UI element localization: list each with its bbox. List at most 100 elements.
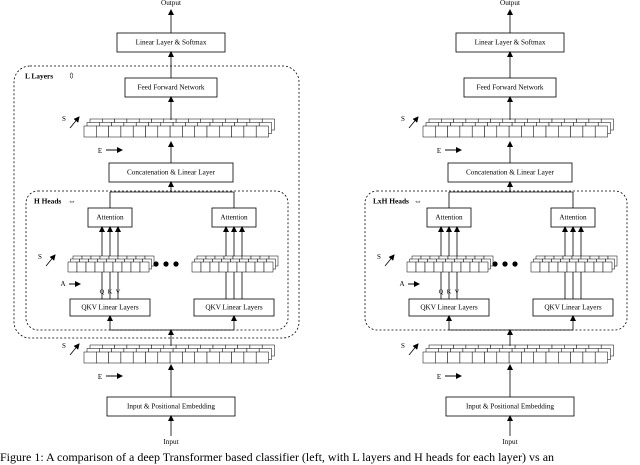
panel-1-v-label: V bbox=[455, 289, 460, 296]
panel-0-bottom-s-label: S bbox=[62, 342, 66, 350]
panel-0-bottom-tensor-cell bbox=[132, 351, 146, 364]
panel-1-bottom-tensor-cell bbox=[570, 351, 584, 364]
panel-1-top-tensor-cell bbox=[508, 125, 522, 138]
panel-0-head-0-tensor-cell bbox=[94, 261, 105, 273]
panel-1-embedding-label: Input & Positional Embedding bbox=[466, 403, 554, 411]
panel-1-top-tensor-cell bbox=[484, 125, 498, 138]
panel-0-bottom-tensor-cell bbox=[120, 351, 134, 364]
panel-1-head-0-tensor-cell bbox=[460, 261, 471, 273]
panel-0-top-tensor-cell bbox=[120, 125, 134, 138]
panel-0-bottom-tensor-cell bbox=[231, 351, 245, 364]
panel-1-bottom-e-label: E bbox=[437, 373, 441, 381]
panel-0-k-label: K bbox=[108, 289, 113, 296]
panel-0-head-1-tensor-cell bbox=[218, 261, 229, 273]
panel-0-bottom-tensor-cell bbox=[182, 351, 195, 364]
panel-1-head-0-tensor-cell bbox=[406, 261, 417, 273]
panel-1-top-tensor-cell bbox=[533, 125, 547, 138]
panel-1-bottom-tensor-cell bbox=[435, 351, 448, 364]
panel-1-top-s-arrow bbox=[408, 116, 419, 129]
panel-1-head-1-tensor-cell bbox=[548, 261, 559, 273]
panel-0-head-1-tensor-cell bbox=[254, 261, 265, 273]
panel-0-top-tensor-cell bbox=[145, 125, 159, 138]
panel-0-head-0-qkv-linear-label: QKV Linear Layers bbox=[81, 304, 139, 312]
panel-0-bottom-tensor-cell bbox=[206, 351, 220, 364]
panel-0-head-1-tensor-cell bbox=[236, 261, 247, 273]
panel-1-top-tensor-cell bbox=[545, 125, 559, 138]
panel-0-top-tensor-cell bbox=[255, 125, 269, 138]
panel-1-head-1-tensor-cell bbox=[557, 261, 568, 273]
panel-1-bottom-tensor-cell bbox=[459, 351, 473, 364]
panel-0-top-tensor-cell bbox=[96, 125, 109, 138]
panel-1-head-s-arrow bbox=[384, 254, 395, 267]
panel-1-top-tensor-cell bbox=[459, 125, 473, 138]
panel-0-head-0-tensor-cell bbox=[67, 261, 78, 273]
panel-1-top-tensor-cell bbox=[558, 125, 571, 138]
panel-1-bottom-tensor-cell bbox=[582, 351, 596, 364]
panel-0-head-0-attention-label: Attention bbox=[96, 214, 124, 222]
panel-0-layers-marker: ⇳ bbox=[68, 72, 75, 81]
panel-1-output-label: Output bbox=[500, 0, 520, 7]
panel-1-bottom-tensor-cell bbox=[471, 351, 485, 364]
panel-1-top-tensor-cell bbox=[471, 125, 485, 138]
panel-1-head-1-tensor-cell bbox=[566, 261, 577, 273]
panel-0-head-1-attention-label: Attention bbox=[220, 214, 248, 222]
panel-1-bottom-tensor-cell bbox=[447, 351, 461, 364]
panel-0-bottom-tensor-cell bbox=[96, 351, 109, 364]
panel-0-bottom-tensor-cell bbox=[83, 351, 97, 364]
panel-0-bottom-tensor-cell bbox=[145, 351, 159, 364]
panel-1-k-label: K bbox=[447, 289, 452, 296]
panel-1-bottom-tensor-cell bbox=[545, 351, 559, 364]
panel-0-v-label: V bbox=[116, 289, 121, 296]
panel-1-ellipsis-dot bbox=[502, 261, 508, 267]
panel-1-q-label: Q bbox=[439, 289, 444, 296]
panel-1-a-label: A bbox=[399, 280, 404, 288]
panel-1-head-s-label: S bbox=[377, 253, 381, 261]
panel-0-ellipsis-dot bbox=[163, 261, 169, 267]
panel-1-bottom-s-label: S bbox=[401, 342, 405, 350]
panel-1-head-0-tensor-cell bbox=[451, 261, 462, 273]
panel-1-head-0-qkv-linear-label: QKV Linear Layers bbox=[420, 304, 478, 312]
panel-0-top-s-arrow bbox=[69, 116, 80, 129]
panel-1-final-linear-softmax-label: Linear Layer & Softmax bbox=[475, 39, 546, 47]
panel-0-embedding-label: Input & Positional Embedding bbox=[127, 403, 215, 411]
panel-1-top-e-label: E bbox=[437, 147, 441, 155]
panel-1-bottom-tensor-cell bbox=[521, 351, 534, 364]
panel-0-bottom-tensor-cell bbox=[169, 351, 183, 364]
panel-1-bottom-tensor-cell bbox=[558, 351, 571, 364]
panel-1-heads-marker: ⇔ bbox=[414, 197, 422, 206]
panel-0-bottom-tensor-cell bbox=[255, 351, 269, 364]
panel-0-top-s-label: S bbox=[62, 115, 66, 123]
panel-0-head-0-tensor-cell bbox=[76, 261, 87, 273]
panel-0-head-0-tensor-cell bbox=[85, 261, 96, 273]
panel-0-bottom-tensor-cell bbox=[157, 351, 171, 364]
panel-0-input-label: Input bbox=[163, 438, 178, 446]
panel-0-bottom-tensor-cell bbox=[219, 351, 232, 364]
panel-1-concat-label: Concatenation & Linear Layer bbox=[466, 169, 555, 177]
panel-0-head-0-tensor-cell bbox=[130, 261, 141, 273]
panel-1-bottom-tensor-cell bbox=[594, 351, 608, 364]
panel-0-head-1-tensor-cell bbox=[227, 261, 238, 273]
panel-1-head-1-tensor-cell bbox=[530, 261, 541, 273]
panel-0-top-tensor-cell bbox=[83, 125, 97, 138]
panel-1-head-1-tensor-cell bbox=[539, 261, 550, 273]
panel-0-top-tensor-cell bbox=[231, 125, 245, 138]
panel-0-top-tensor-cell bbox=[243, 125, 257, 138]
panel-0-bottom-tensor-cell bbox=[243, 351, 257, 364]
panel-0-bottom-tensor-cell bbox=[108, 351, 122, 364]
panel-1-head-0-attention-label: Attention bbox=[435, 214, 463, 222]
panel-1-ellipsis-dot bbox=[512, 261, 518, 267]
panel-0-head-1-tensor-cell bbox=[209, 261, 220, 273]
panel-1-bottom-tensor-cell bbox=[508, 351, 522, 364]
panel-1-top-tensor-cell bbox=[582, 125, 596, 138]
panel-0-ellipsis-dot bbox=[173, 261, 179, 267]
panel-0-head-1-tensor-cell bbox=[191, 261, 202, 273]
panel-1-head-1-attention-label: Attention bbox=[559, 214, 587, 222]
panel-1-top-tensor-cell bbox=[594, 125, 608, 138]
panel-0-bottom-tensor-cell bbox=[194, 351, 208, 364]
panel-0-head-1-tensor-cell bbox=[200, 261, 211, 273]
panel-0-top-tensor-cell bbox=[108, 125, 122, 138]
panel-1-ellipsis-dot bbox=[492, 261, 498, 267]
panel-0-head-0-tensor-cell bbox=[103, 261, 114, 273]
